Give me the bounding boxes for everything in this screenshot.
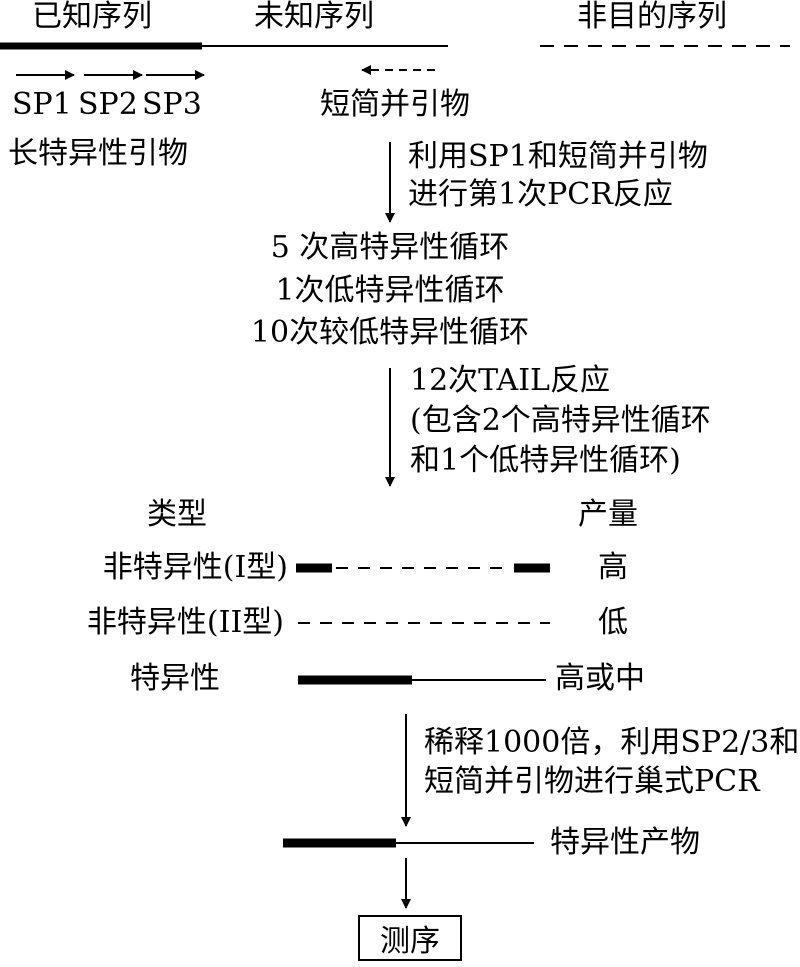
unknown-sequence-label: 未知序列 <box>254 0 374 34</box>
step2-line3: 和1个低特异性循环) <box>410 443 681 478</box>
cycles-line3: 10次较低特异性循环 <box>250 315 530 350</box>
step1-line1: 利用SP1和短简并引物 <box>408 139 708 174</box>
sequencing-box: 测序 <box>358 915 462 961</box>
non-target-sequence-label: 非目的序列 <box>577 0 727 34</box>
sp3-label: SP3 <box>142 87 202 122</box>
row1-yield: 高 <box>598 550 628 585</box>
known-sequence-label: 已知序列 <box>32 0 152 34</box>
sp1-label: SP1 <box>12 87 72 122</box>
row3-type: 特异性 <box>130 661 220 696</box>
step2-line2: (包含2个高特异性循环 <box>410 403 711 438</box>
short-degenerate-primer-label: 短简并引物 <box>320 87 470 122</box>
row1-type: 非特异性(I型) <box>102 550 288 585</box>
row2-yield: 低 <box>598 605 628 640</box>
specific-product-label: 特异性产物 <box>550 825 700 860</box>
cycles-line2: 1次低特异性循环 <box>275 273 505 308</box>
row3-yield: 高或中 <box>555 661 645 696</box>
step1-line2: 进行第1次PCR反应 <box>408 177 673 212</box>
step2-line1: 12次TAIL反应 <box>410 363 610 398</box>
step3-line2: 短简并引物进行巢式PCR <box>424 764 760 799</box>
row2-type: 非特异性(II型) <box>86 605 284 640</box>
sequencing-label: 测序 <box>380 924 440 959</box>
sp2-label: SP2 <box>78 87 138 122</box>
step3-line1: 稀释1000倍，利用SP2/3和 <box>424 725 800 760</box>
cycles-line1: 5 次高特异性循环 <box>270 230 510 265</box>
yield-header: 产量 <box>578 497 638 532</box>
long-specific-primer-label: 长特异性引物 <box>8 136 188 171</box>
type-header: 类型 <box>147 497 207 532</box>
